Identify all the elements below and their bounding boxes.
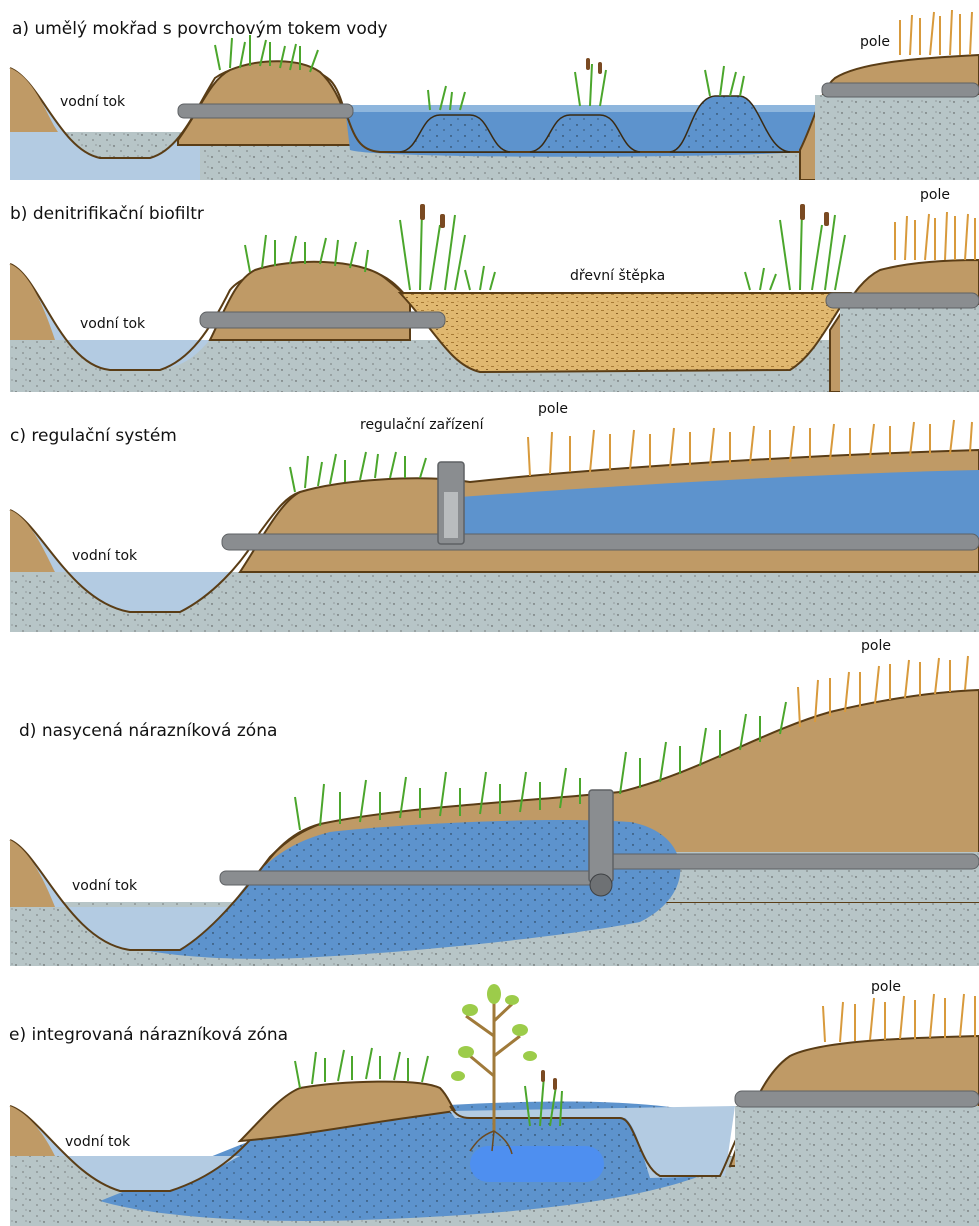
left-bank-soil <box>10 510 55 572</box>
field-label: pole <box>861 638 891 654</box>
drain-pipe <box>200 312 445 328</box>
drain-pipe <box>598 854 979 869</box>
panel-a: a) umělý mokřad s povrchovým tokem vody … <box>0 0 979 180</box>
stream-label: vodní tok <box>60 94 126 110</box>
stream-label: vodní tok <box>80 316 146 332</box>
field-label: pole <box>920 187 950 203</box>
drain-pipe <box>222 534 979 550</box>
ground-layer <box>815 95 979 180</box>
stream-label: vodní tok <box>72 548 138 564</box>
left-bank-soil <box>10 264 55 340</box>
panel-e: e) integrovaná nárazníková zóna vodní to… <box>0 966 979 1226</box>
stream-label: vodní tok <box>65 1134 131 1150</box>
panel-title: e) integrovaná nárazníková zóna <box>9 1025 288 1045</box>
field-label: pole <box>538 401 568 417</box>
ground-layer <box>840 305 979 392</box>
pipe-outlet <box>590 874 612 896</box>
chips-label: dřevní štěpka <box>570 268 665 284</box>
control-device <box>589 790 613 882</box>
ground-layer <box>735 1106 979 1226</box>
wheat-icon <box>900 10 972 55</box>
drain-pipe <box>822 83 979 97</box>
drain-pipe <box>178 104 353 118</box>
nitrate-reservoir <box>470 1146 604 1182</box>
wheat-icon <box>895 212 975 260</box>
panel-c: c) regulační systém vodní tok regulační … <box>0 392 979 632</box>
panel-title: a) umělý mokřad s povrchovým tokem vody <box>12 19 388 39</box>
cattail-icon <box>586 58 602 74</box>
drain-pipe <box>735 1091 979 1107</box>
panel-title: d) nasycená nárazníková zóna <box>19 721 277 741</box>
panel-b: b) denitrifikační biofiltr vodní tok dře… <box>0 180 979 392</box>
wood-chip-bed <box>400 293 850 372</box>
dike <box>178 61 360 145</box>
panel-title: b) denitrifikační biofiltr <box>10 204 204 224</box>
field-label: pole <box>860 34 890 50</box>
panel-d: d) nasycená nárazníková zóna vodní tok p… <box>0 632 979 966</box>
left-bank-soil <box>10 68 58 132</box>
drain-pipe <box>220 871 600 885</box>
device-label: regulační zařízení <box>360 417 485 433</box>
wheat-icon <box>823 994 975 1042</box>
left-bank-soil <box>10 1106 55 1156</box>
control-device-window <box>444 492 458 538</box>
field-label: pole <box>871 979 901 995</box>
drain-pipe <box>826 293 979 308</box>
left-bank-soil <box>10 840 55 907</box>
cattail-icon <box>420 204 829 228</box>
panel-title: c) regulační systém <box>10 426 177 446</box>
stream-label: vodní tok <box>72 878 138 894</box>
